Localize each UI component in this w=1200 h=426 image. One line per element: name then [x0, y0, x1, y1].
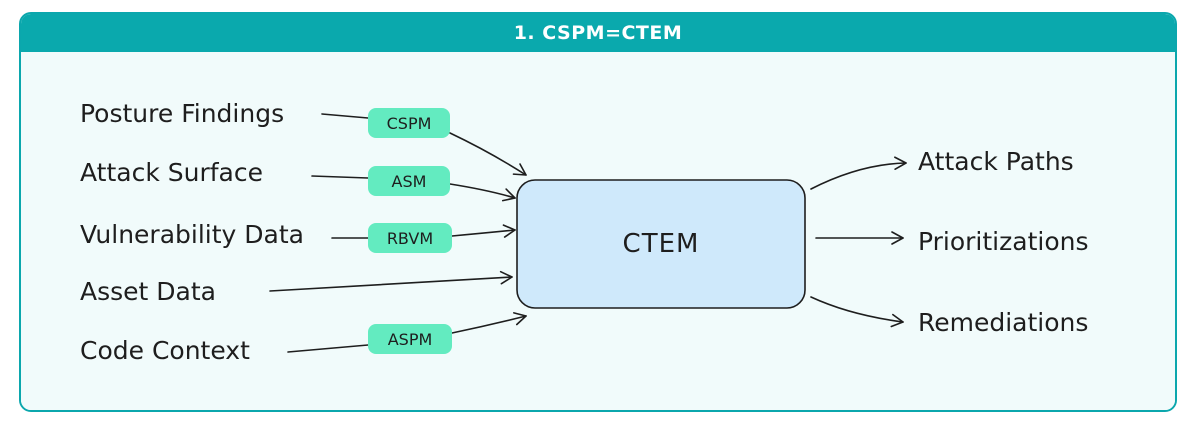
diagram-title: 1. CSPM=CTEM — [21, 14, 1175, 52]
diagram-frame: 1. CSPM=CTEM — [19, 12, 1177, 412]
diagram-body — [21, 52, 1175, 410]
